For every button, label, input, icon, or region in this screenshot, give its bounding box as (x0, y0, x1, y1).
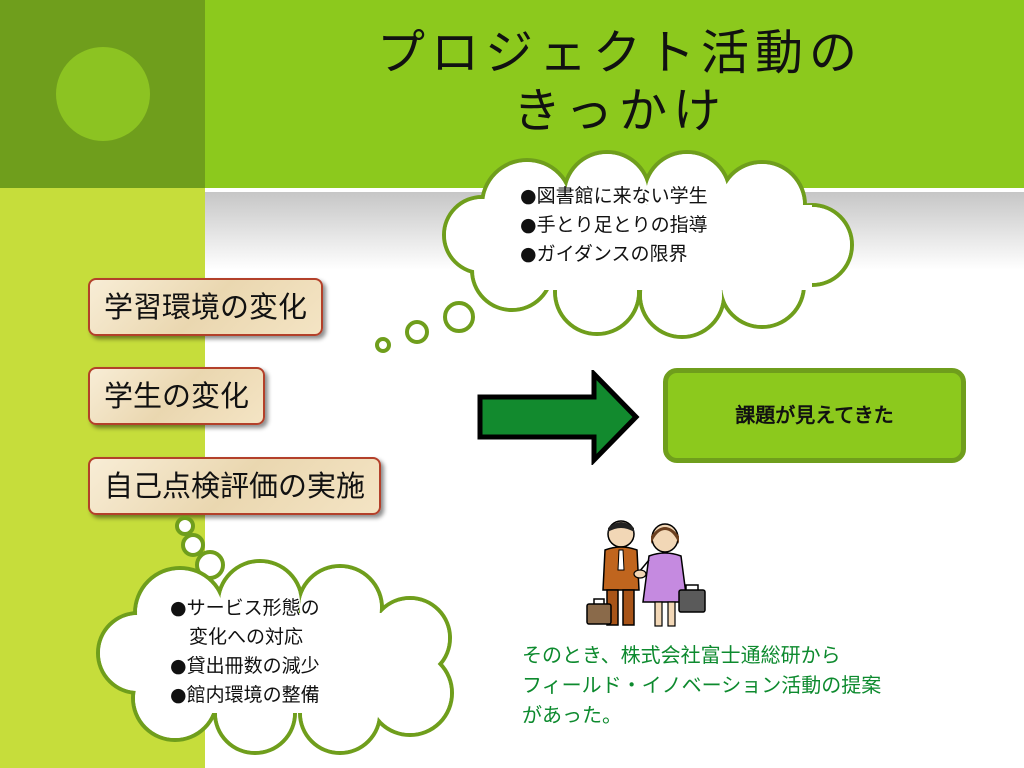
cloud-top-line: ●ガイダンスの限界 (520, 243, 688, 265)
proposal-caption: そのとき、株式会社富士通総研から フィールド・イノベーション活動の提案 があった… (522, 640, 881, 730)
thought-cloud-bottom (96, 559, 454, 755)
cloud-bottom-line: 変化への対応 (170, 626, 304, 648)
cloud-top-text: ●図書館に来ない学生 ●手とり足とりの指導 ●ガイダンスの限界 (520, 182, 708, 269)
cloud-top-line: ●手とり足とりの指導 (520, 214, 708, 236)
slide-title-line2: きっかけ (512, 83, 728, 139)
caption-line: フィールド・イノベーション活動の提案 (522, 673, 882, 697)
cloud-bottom-text: ●サービス形態の 変化への対応 ●貸出冊数の減少 ●館内環境の整備 (170, 594, 320, 710)
factor-self-evaluation: 自己点検評価の実施 (88, 457, 382, 515)
result-box: 課題が見えてきた (663, 368, 966, 463)
factor-student-change: 学生の変化 (88, 367, 266, 425)
caption-line: があった。 (522, 703, 622, 727)
thought-bubbles-bottom (175, 516, 225, 580)
thought-bubbles-top (375, 301, 475, 353)
cloud-bottom-line: ●館内環境の整備 (170, 684, 320, 706)
decorative-circle (56, 47, 150, 141)
factor-learning-environment: 学習環境の変化 (88, 278, 324, 336)
cloud-bottom-line: ●貸出冊数の減少 (170, 655, 320, 677)
slide-title-line1: プロジェクト活動の (376, 25, 863, 81)
caption-line: そのとき、株式会社富士通総研から (522, 643, 841, 667)
cloud-bottom-line: ●サービス形態の (170, 597, 320, 619)
business-people-icon (586, 520, 706, 627)
cloud-top-line: ●図書館に来ない学生 (520, 185, 708, 207)
right-arrow-icon (477, 370, 640, 465)
slide-title: プロジェクト活動の きっかけ (320, 24, 920, 140)
thought-cloud-top (442, 150, 854, 339)
